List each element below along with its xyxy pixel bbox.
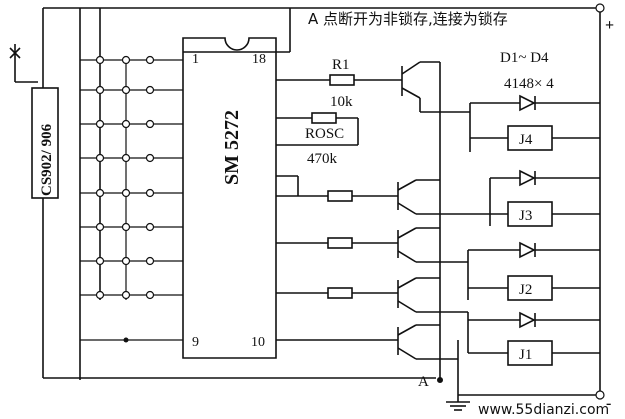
transistor-q4 bbox=[397, 277, 468, 313]
minus-label: - bbox=[606, 395, 611, 412]
watermark: www.55dianzi.com bbox=[478, 402, 609, 418]
point-a-label: A bbox=[418, 374, 429, 390]
resistor-out-2 bbox=[327, 190, 353, 202]
receiver-module-label: CS902/ 906 bbox=[39, 123, 55, 196]
rosc-name-label: ROSC bbox=[305, 126, 344, 142]
transistor-q5 bbox=[397, 324, 458, 360]
rosc-value-label: 470k bbox=[307, 151, 338, 167]
diode-d2 bbox=[519, 241, 536, 259]
relay-j2-label: J2 bbox=[519, 282, 532, 298]
r1-name-label: R1 bbox=[332, 57, 350, 73]
relay-j1-label: J1 bbox=[519, 347, 532, 363]
ic-pin18-label: 18 bbox=[252, 52, 266, 67]
antenna-icon bbox=[9, 44, 38, 83]
address-selector-grid bbox=[80, 55, 183, 343]
transistor-q1 bbox=[401, 61, 470, 380]
diode-name-label: D1~ D4 bbox=[500, 50, 549, 66]
plus-label: + bbox=[605, 17, 614, 34]
diode-d1 bbox=[519, 311, 536, 329]
ic-pin9-label: 9 bbox=[192, 335, 199, 350]
resistor-out-4 bbox=[327, 287, 353, 299]
transistor-q3 bbox=[397, 227, 468, 263]
ground-icon bbox=[446, 340, 470, 411]
resistor-r1 bbox=[329, 74, 355, 86]
resistor-out-3 bbox=[327, 237, 353, 249]
latch-note: A 点断开为非锁存,连接为锁存 bbox=[308, 10, 508, 28]
plus-terminal bbox=[595, 3, 605, 13]
point-a-node bbox=[437, 377, 443, 383]
ic-pin1-label: 1 bbox=[192, 52, 199, 67]
r1-value-label: 10k bbox=[330, 94, 353, 110]
minus-terminal bbox=[595, 390, 605, 400]
diode-part-label: 4148× 4 bbox=[504, 76, 554, 92]
ic-name-label: SM 5272 bbox=[221, 110, 243, 185]
resistor-rosc bbox=[311, 112, 337, 124]
relay-j3-label: J3 bbox=[519, 208, 532, 224]
ic-sm5272 bbox=[182, 37, 277, 359]
receiver-module-box bbox=[31, 87, 59, 199]
diode-d3 bbox=[519, 169, 536, 187]
relay-j4-label: J4 bbox=[519, 132, 533, 148]
transistor-q2 bbox=[397, 179, 472, 215]
diode-d4 bbox=[519, 94, 536, 112]
ic-pin10-label: 10 bbox=[251, 335, 265, 350]
